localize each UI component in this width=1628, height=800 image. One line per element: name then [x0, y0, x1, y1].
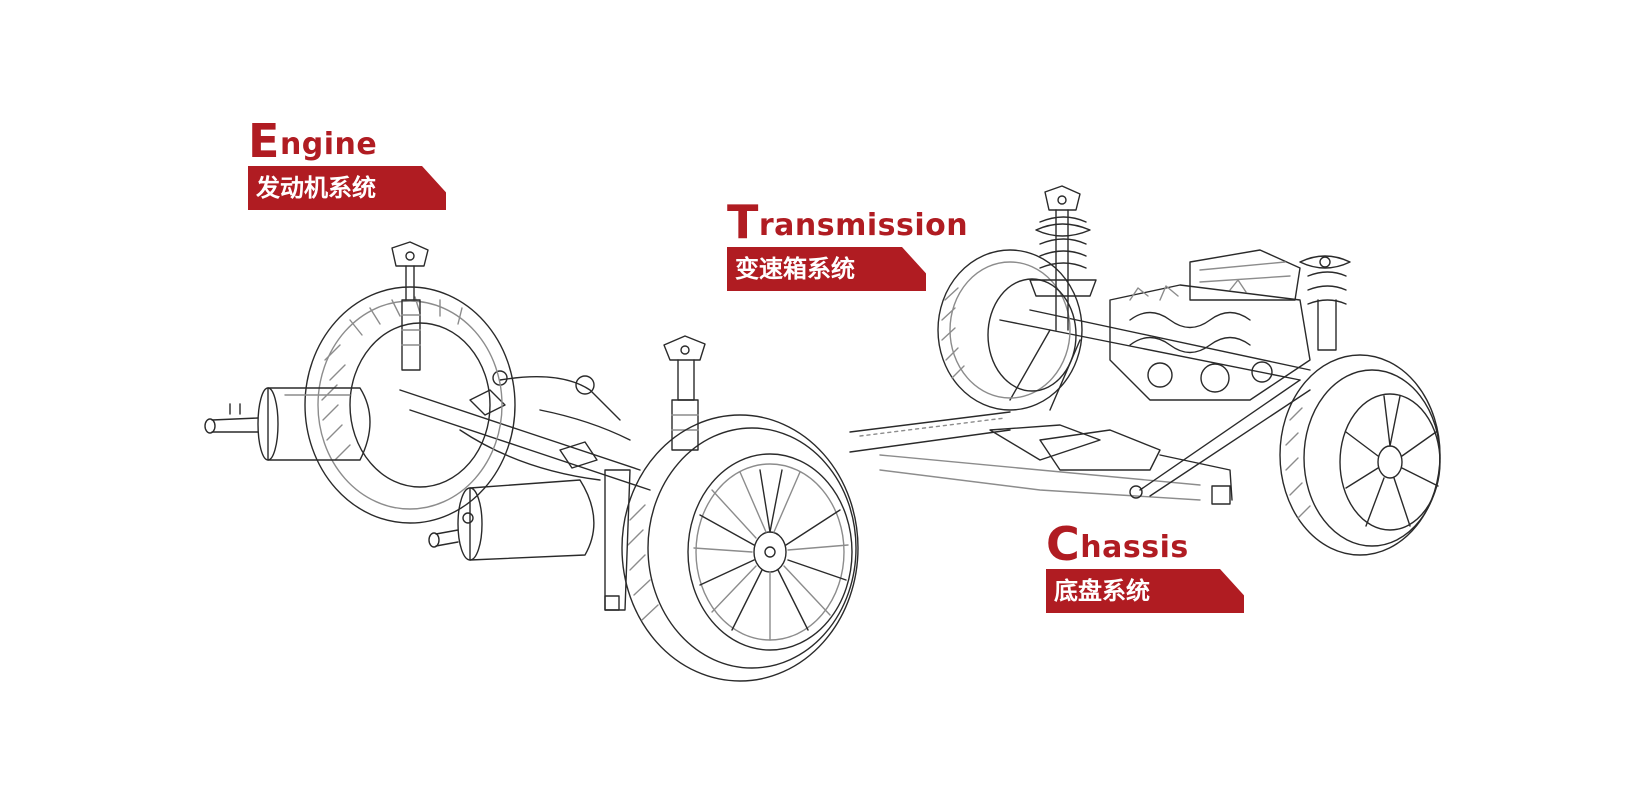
engine-title-rest: ngine [279, 127, 378, 162]
front-right-wheel [1279, 354, 1441, 556]
engine-title: Engine [248, 118, 446, 164]
front-left-wheel [937, 249, 1083, 411]
chassis-title-rest: hassis [1080, 530, 1189, 565]
transmission-tag: 变速箱系统 [727, 247, 926, 291]
chassis-tag: 底盘系统 [1046, 569, 1244, 613]
engine-title-initial: E [248, 114, 280, 168]
driveshaft [849, 411, 1201, 501]
engine-tag: 发动机系统 [248, 166, 446, 210]
chassis-title-initial: C [1046, 517, 1081, 571]
transmission-callout: Transmission 变速箱系统 [727, 199, 968, 291]
chassis-title: Chassis [1046, 521, 1244, 567]
transmission-title-rest: ransmission [758, 208, 969, 243]
lower-link [604, 469, 631, 611]
front-left-strut [1029, 185, 1097, 331]
transmission-title-initial: T [727, 195, 759, 249]
rear-left-wheel [304, 286, 516, 524]
rear-right-wheel [621, 414, 859, 682]
rear-axle-assembly [399, 370, 651, 491]
rear-muffler-lower [428, 479, 595, 561]
rear-right-shock [663, 335, 706, 451]
engine-block [1039, 249, 1311, 505]
front-right-strut [1299, 255, 1351, 351]
engine-callout: Engine 发动机系统 [248, 118, 446, 210]
chassis-callout: Chassis 底盘系统 [1046, 521, 1244, 613]
transmission-title: Transmission [727, 199, 968, 245]
rear-left-shock [391, 241, 429, 371]
rear-muffler-upper [204, 387, 371, 461]
